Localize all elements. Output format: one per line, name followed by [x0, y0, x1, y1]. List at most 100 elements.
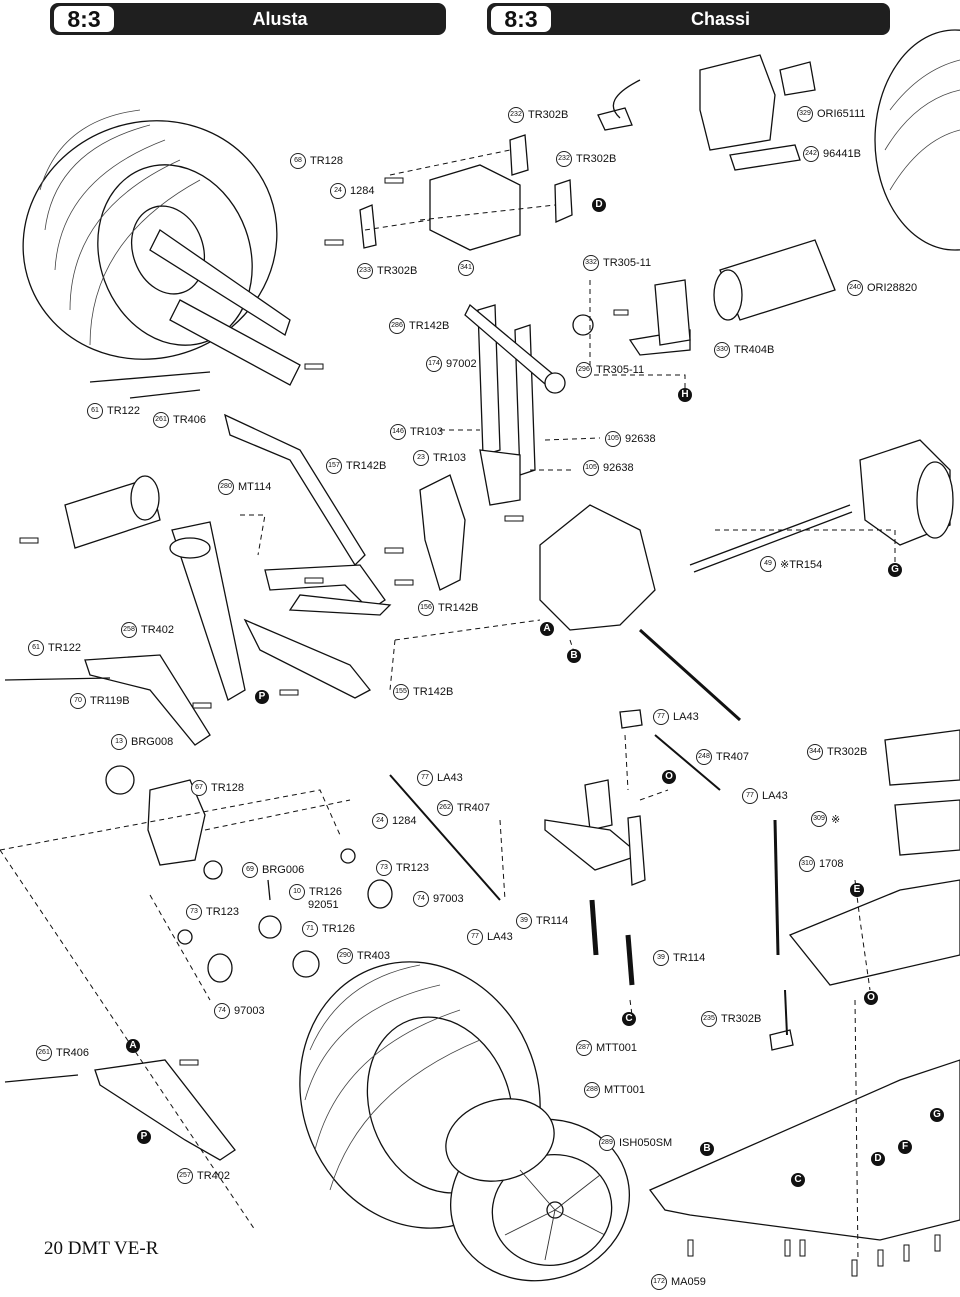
part-number-circle: 261 [36, 1045, 52, 1061]
receiver-box [894, 799, 960, 856]
part-number-circle: 288 [584, 1082, 600, 1098]
section-header-right: 8:3 Chassi [487, 3, 890, 35]
part-code: TR126 [309, 886, 343, 898]
part-code: LA43 [487, 931, 513, 943]
part-code: TR302B [377, 265, 418, 277]
connection-marker: D [871, 1152, 885, 1166]
connection-marker: H [678, 388, 692, 402]
part-number-circle: 61 [87, 403, 103, 419]
part-number-circle: 287 [576, 1040, 592, 1056]
part-code: TR123 [206, 906, 240, 918]
part-number-circle: 13 [111, 734, 127, 750]
part-code: ISH050SM [619, 1137, 673, 1149]
tire-top-right [874, 29, 960, 251]
part-number-circle: 73 [186, 904, 202, 920]
part-code: MTT001 [604, 1084, 645, 1096]
section-badge: 8:3 [491, 6, 551, 32]
connection-marker: O [662, 770, 676, 784]
part-code: 92051 [308, 899, 339, 911]
rear-arm-bottom [94, 1059, 236, 1161]
part-number-circle: 240 [847, 280, 863, 296]
upper-arm [149, 229, 291, 336]
part-code: 97002 [446, 358, 477, 370]
battery-tray [788, 879, 960, 986]
part-code: 97003 [433, 893, 464, 905]
part-code: 1284 [392, 815, 417, 827]
part-code: 97003 [234, 1005, 265, 1017]
part-label: 23 TR103 [413, 450, 466, 466]
part-number-circle: 174 [426, 356, 442, 372]
part-code: TR123 [396, 862, 430, 874]
part-label: 309※ [811, 811, 840, 827]
part-label: 232 TR302B [556, 151, 616, 167]
part-number-circle: 10 [289, 884, 305, 900]
part-label: 92051 [306, 899, 339, 911]
part-number-circle: 309 [811, 811, 827, 827]
part-number-circle: 257 [177, 1168, 193, 1184]
connection-marker: A [540, 622, 554, 636]
part-number-circle: 232 [556, 151, 572, 167]
servo [429, 164, 521, 251]
section-badge: 8:3 [54, 6, 114, 32]
connection-marker: C [791, 1173, 805, 1187]
part-number-circle: 329 [797, 106, 813, 122]
part-label: 73 TR123 [186, 904, 239, 920]
part-code: TR128 [310, 155, 344, 167]
part-number-circle: 233 [357, 263, 373, 279]
part-number-circle: 330 [714, 342, 730, 358]
connection-marker: E [850, 883, 864, 897]
part-number-circle: 332 [583, 255, 599, 271]
part-number-circle: 341 [458, 260, 474, 276]
connection-marker: G [888, 563, 902, 577]
part-code: TR407 [457, 802, 491, 814]
part-label: 10 TR126 [289, 884, 342, 900]
part-number-circle: 157 [326, 458, 342, 474]
connection-marker: C [622, 1012, 636, 1026]
part-code: TR302B [528, 109, 569, 121]
part-code: TR103 [433, 452, 467, 464]
part-number-circle: 262 [437, 800, 453, 816]
part-number-circle: 39 [516, 913, 532, 929]
part-code: BRG008 [131, 736, 174, 748]
part-code: TR407 [716, 751, 750, 763]
part-code: TR114 [536, 915, 569, 927]
part-number-circle: 23 [413, 450, 429, 466]
part-code: TR122 [48, 642, 82, 654]
part-label: 288 MTT001 [584, 1082, 645, 1098]
part-code: TR404B [734, 344, 775, 356]
part-label: 74 97003 [214, 1003, 265, 1019]
part-code: LA43 [673, 711, 699, 723]
part-code: TR302B [576, 153, 617, 165]
hub-carrier [147, 779, 206, 866]
chassis-plate [648, 1059, 960, 1241]
part-number-circle: 74 [214, 1003, 230, 1019]
part-code: TR142B [346, 460, 387, 472]
steering-post [584, 779, 613, 831]
part-code: TR302B [827, 746, 868, 758]
part-number-circle: 71 [302, 921, 318, 937]
part-code: 1708 [819, 858, 844, 870]
part-code: LA43 [762, 790, 788, 802]
part-code: 1284 [350, 185, 375, 197]
part-number-circle: 49 [760, 556, 776, 572]
part-code: MT114 [238, 481, 272, 493]
part-number-circle: 172 [651, 1274, 667, 1290]
part-label: 13 BRG008 [111, 734, 173, 750]
